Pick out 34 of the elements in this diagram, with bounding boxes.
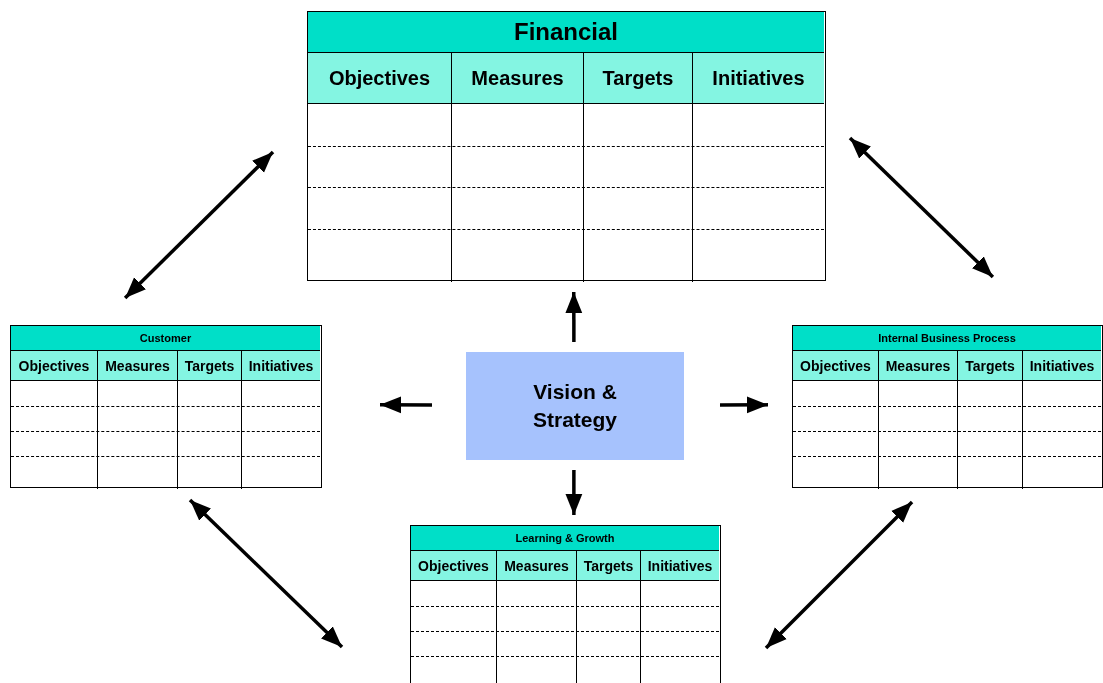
column-header: Measures [452, 53, 584, 104]
scorecard-table [307, 11, 826, 281]
scorecard-table [792, 325, 1103, 488]
arrow [565, 470, 583, 515]
scorecard-table [10, 325, 322, 488]
arrow [848, 136, 995, 279]
column-header: Measures [98, 351, 178, 381]
column-header: Initiatives [242, 351, 320, 381]
column-header: Objectives [793, 351, 879, 381]
column-header: Objectives [411, 551, 497, 581]
table-title: Customer [11, 326, 320, 351]
arrow [380, 396, 432, 414]
column-header: Targets [178, 351, 242, 381]
column-header: Targets [577, 551, 641, 581]
column-header: Targets [584, 53, 693, 104]
column-header: Measures [879, 351, 958, 381]
column-header: Initiatives [641, 551, 719, 581]
scorecard-table [410, 525, 721, 683]
arrow [720, 396, 768, 414]
column-header: Objectives [11, 351, 98, 381]
arrow [565, 292, 583, 342]
table-title: Financial [308, 12, 824, 53]
column-header: Objectives [308, 53, 452, 104]
column-header: Measures [497, 551, 577, 581]
vision-box [466, 352, 684, 460]
arrow [188, 498, 344, 649]
arrow [764, 500, 914, 650]
arrow [123, 150, 275, 300]
table-title: Learning & Growth [411, 526, 719, 551]
column-header: Initiatives [693, 53, 824, 104]
box-label: Vision & Strategy [532, 379, 618, 433]
column-header: Initiatives [1023, 351, 1101, 381]
table-title: Internal Business Process [793, 326, 1101, 351]
column-header: Targets [958, 351, 1023, 381]
